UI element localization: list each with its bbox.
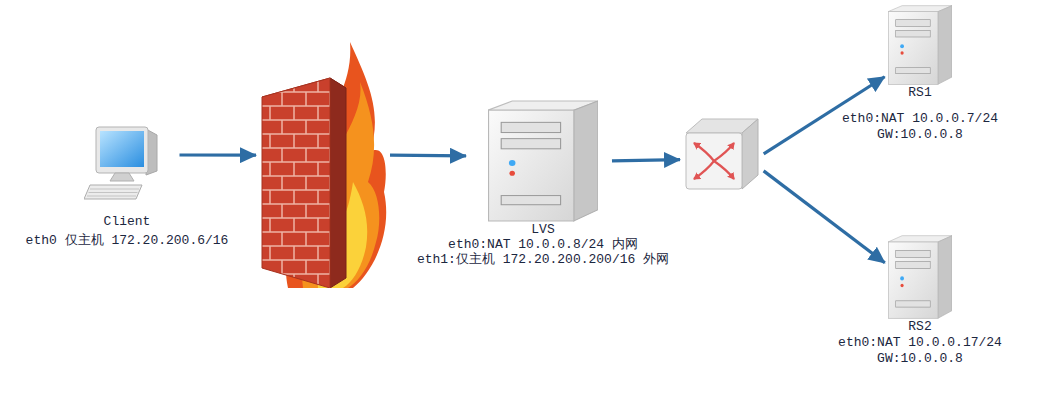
server-illustration xyxy=(888,235,952,319)
interface-label: eth1:仅主机 172.20.200.200/16 外网 xyxy=(417,252,669,267)
server-illustration xyxy=(888,5,952,85)
interface-label: GW:10.0.0.8 xyxy=(838,351,1002,367)
server-node: RS2eth0:NAT 10.0.0.17/24GW:10.0.0.8 xyxy=(838,235,1002,367)
firewall-icon xyxy=(258,42,388,288)
interface-label: eth0:NAT 10.0.0.8/24 内网 xyxy=(417,237,669,252)
flow-arrow xyxy=(612,160,680,161)
server-illustration xyxy=(488,100,598,222)
firewall-illustration xyxy=(258,42,388,288)
computer-node: Clienteth0 仅主机 172.20.200.6/16 xyxy=(26,125,229,250)
computer-illustration xyxy=(84,125,169,200)
host-name: RS1 xyxy=(842,85,998,101)
flow-arrow xyxy=(179,153,256,156)
server-node: RS1 eth0:NAT 10.0.0.7/24GW:10.0.0.8 xyxy=(842,5,998,143)
flow-arrow xyxy=(764,171,885,263)
firewall-node xyxy=(258,42,388,288)
server-node: LVSeth0:NAT 10.0.0.8/24 内网eth1:仅主机 172.2… xyxy=(417,100,669,267)
flow-arrow xyxy=(390,154,466,158)
interface-label: eth0:NAT 10.0.0.7/24 xyxy=(842,111,998,127)
host-name: RS2 xyxy=(838,319,1002,335)
interface-label: eth0:NAT 10.0.0.17/24 xyxy=(838,335,1002,351)
host-name: LVS xyxy=(417,222,669,237)
server-icon xyxy=(888,5,952,85)
interface-label: eth0 仅主机 172.20.200.6/16 xyxy=(26,231,229,250)
switch-icon xyxy=(682,115,762,192)
computer-icon xyxy=(84,125,169,200)
server-icon xyxy=(888,235,952,319)
server-icon xyxy=(488,100,598,222)
switch-illustration xyxy=(682,115,762,192)
host-name: Client xyxy=(26,212,229,231)
interface-label: GW:10.0.0.8 xyxy=(842,127,998,143)
switch-node xyxy=(682,115,762,192)
